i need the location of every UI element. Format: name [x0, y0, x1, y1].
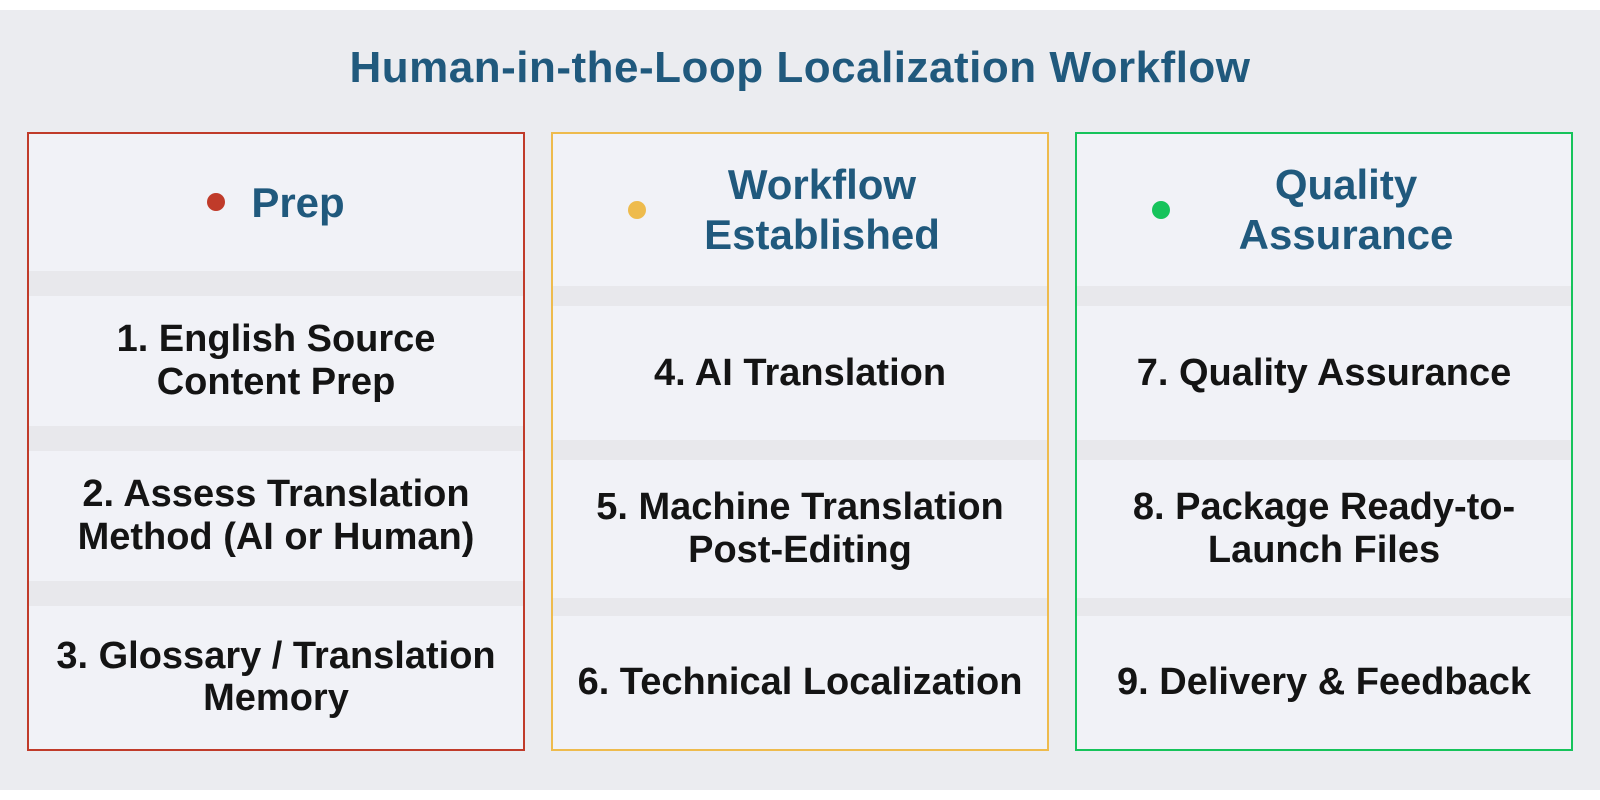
step-text: 1. English Source Content Prep [116, 318, 436, 403]
row-divider [1077, 439, 1571, 460]
workflow-step: 4. AI Translation [553, 306, 1047, 440]
step-text: 6. Technical Localization [577, 661, 1023, 704]
step-text: 4. AI Translation [653, 351, 947, 394]
column-title: Quality Assurance [1238, 161, 1454, 258]
row-divider [553, 285, 1047, 306]
workflow-columns: Prep 1. English Source Content Prep 2. A… [27, 131, 1573, 751]
workflow-step: 8. Package Ready-to-Launch Files [1077, 460, 1571, 598]
workflow-step: 5. Machine Translation Post-Editing [553, 460, 1047, 598]
top-margin-strip [0, 0, 1600, 10]
step-text: 5. Machine Translation Post-Editing [596, 486, 1004, 571]
quality-assurance-bullet-icon [1152, 200, 1170, 219]
column-card-workflow-established: Workflow Established 4. AI Translation 5… [551, 131, 1049, 751]
column-card-prep: Prep 1. English Source Content Prep 2. A… [27, 131, 525, 751]
row-divider [553, 439, 1047, 460]
row-divider [1077, 597, 1571, 616]
row-divider [29, 270, 523, 296]
workflow-established-bullet-icon [628, 200, 646, 219]
page-title: Human-in-the-Loop Localization Workflow [349, 43, 1251, 92]
prep-bullet-icon [207, 193, 226, 212]
column-title: Workflow Established [704, 161, 940, 258]
workflow-step: 2. Assess Translation Method (AI or Huma… [29, 451, 523, 581]
workflow-step: 7. Quality Assurance [1077, 306, 1571, 440]
step-text: 2. Assess Translation Method (AI or Huma… [77, 473, 475, 558]
step-text: 9. Delivery & Feedback [1117, 661, 1531, 704]
row-divider [29, 425, 523, 451]
row-divider [29, 580, 523, 606]
step-text: 3. Glossary / Translation Memory [56, 634, 496, 720]
column-header-quality-assurance: Quality Assurance [1077, 134, 1571, 286]
workflow-step: 6. Technical Localization [553, 616, 1047, 749]
workflow-step: 3. Glossary / Translation Memory [29, 606, 523, 749]
column-header-workflow-established: Workflow Established [553, 134, 1047, 286]
column-card-quality-assurance: Quality Assurance 7. Quality Assurance 8… [1075, 131, 1573, 751]
column-header-prep: Prep [29, 134, 523, 271]
step-text: 8. Package Ready-to-Launch Files [1132, 486, 1516, 571]
column-title: Prep [251, 178, 345, 226]
step-text: 7. Quality Assurance [1136, 351, 1512, 394]
row-divider [1077, 285, 1571, 306]
canvas: Human-in-the-Loop Localization Workflow … [0, 10, 1600, 790]
row-divider [553, 597, 1047, 616]
workflow-step: 1. English Source Content Prep [29, 296, 523, 426]
bottom-margin-strip [0, 790, 1600, 800]
workflow-step: 9. Delivery & Feedback [1077, 616, 1571, 749]
